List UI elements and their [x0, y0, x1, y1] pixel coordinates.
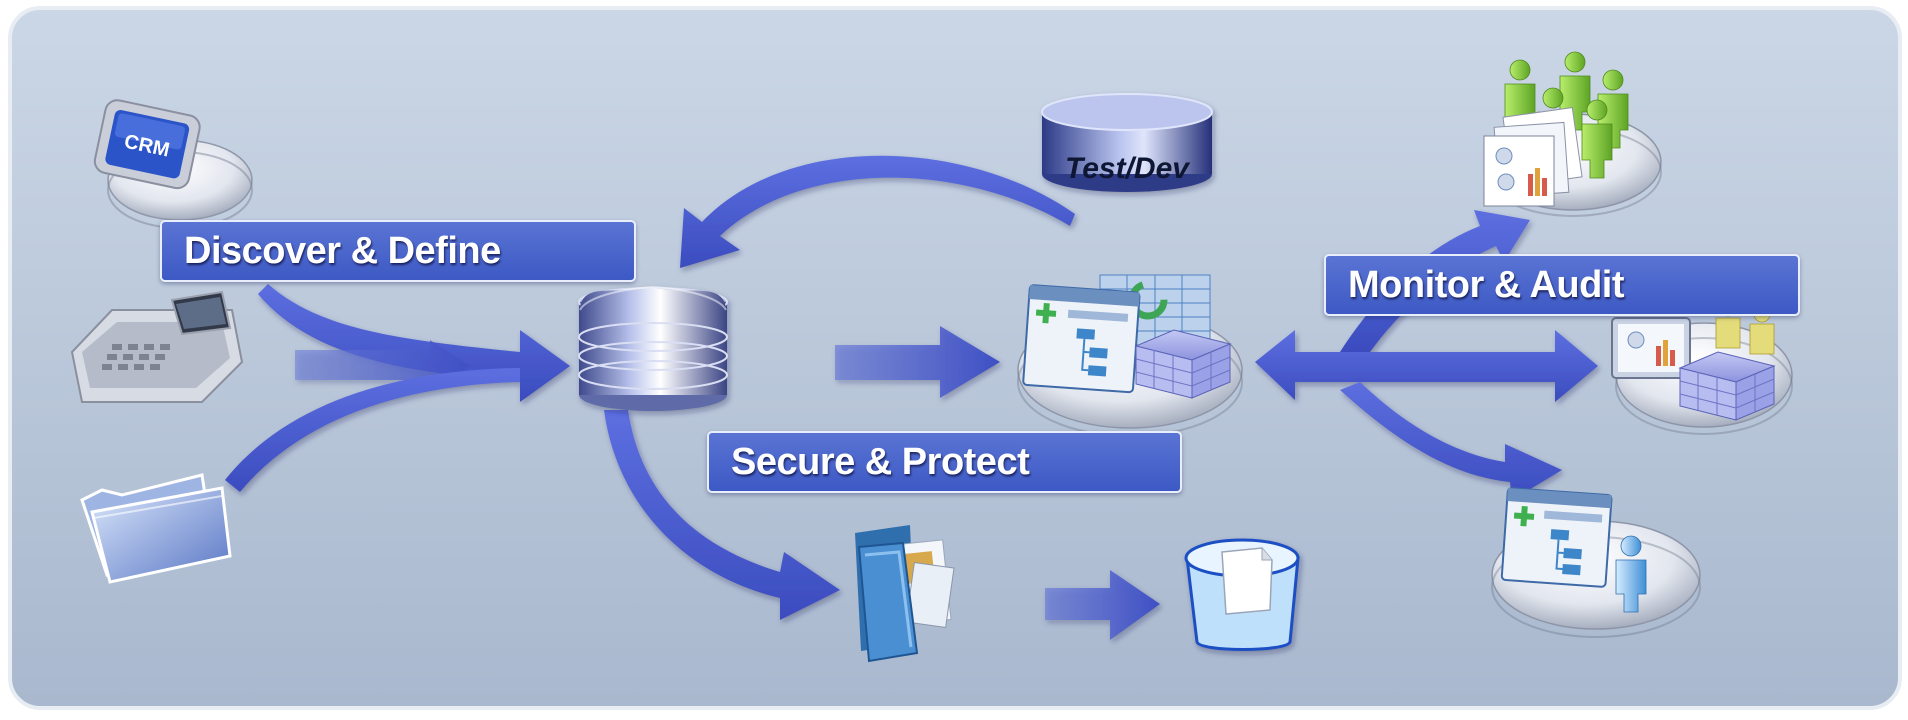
arrow-archive-to-bin: [1045, 570, 1160, 640]
test-dev-text: Test/Dev: [1065, 152, 1191, 185]
test-dev-database-icon: Test/Dev: [1041, 93, 1213, 192]
arrow-testdev-to-db: [680, 155, 1075, 268]
person-application-icon: [1491, 487, 1701, 638]
user-group-reports-icon: [1483, 51, 1662, 217]
discover-define-label: Discover & Define: [160, 220, 636, 282]
recycle-bin-icon: [1184, 538, 1300, 651]
monitor-audit-label: Monitor & Audit: [1324, 254, 1800, 316]
archive-folder-icon: [855, 525, 955, 663]
arrow-app-reports-double: [1255, 330, 1598, 402]
arrow-db-to-app: [835, 326, 1000, 398]
crm-monitor-icon: CRM: [93, 99, 253, 229]
database-stack-icon: [578, 285, 728, 411]
application-data-icon: [1017, 274, 1243, 437]
cash-register-icon: [70, 290, 244, 403]
arrow-to-person-app: [1340, 382, 1562, 500]
arrow-db-to-archive: [604, 410, 840, 620]
folder-icon: [80, 473, 232, 584]
secure-protect-label: Secure & Protect: [707, 431, 1182, 493]
arrow-folder-to-db: [225, 368, 520, 492]
reports-table-icon: [1611, 299, 1793, 435]
